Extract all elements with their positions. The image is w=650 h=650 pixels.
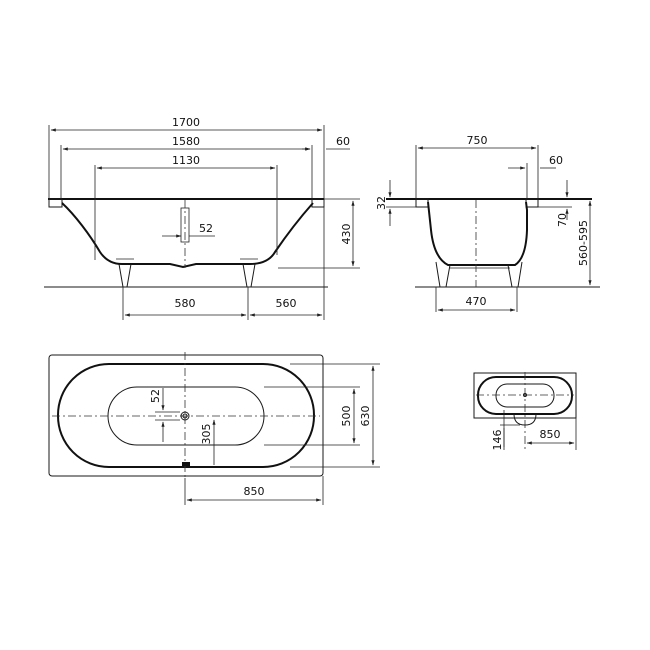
dim-feet-spacing: 470 [466,295,487,308]
dim-height-range: 560-595 [577,220,590,266]
mini-plan-view: 146 850 [473,372,577,451]
end-view: 750 60 32 70 560-595 470 [375,134,600,312]
dim-overall-width: 750 [467,134,488,147]
dim-rim-width: 60 [336,135,350,148]
dim-feet-spacing: 580 [175,297,196,310]
dim-inner-length: 1580 [172,135,200,148]
dim-overflow-width: 52 [199,222,213,235]
dim-depth: 430 [340,224,353,245]
plan-view: 52 305 500 630 850 [48,352,380,505]
dim-rim-width: 60 [549,154,563,167]
dim-overall-length: 1700 [172,116,200,129]
dim-rim-thickness: 32 [375,196,388,210]
dim-bottom-length: 1130 [172,154,200,167]
dim-foot-to-end: 560 [276,297,297,310]
dim-overflow-spacing: 52 [149,389,162,403]
dim-drain-position: 850 [540,428,561,441]
dim-inner-width: 500 [340,406,353,427]
dim-rim-offset: 70 [556,213,569,227]
dim-drain-position: 850 [244,485,265,498]
dim-drain-offset: 305 [200,424,213,445]
dim-waste-offset: 146 [491,430,504,451]
dim-overall-width: 630 [359,406,372,427]
side-view: 1700 1580 1130 60 52 430 580 560 [44,116,360,320]
